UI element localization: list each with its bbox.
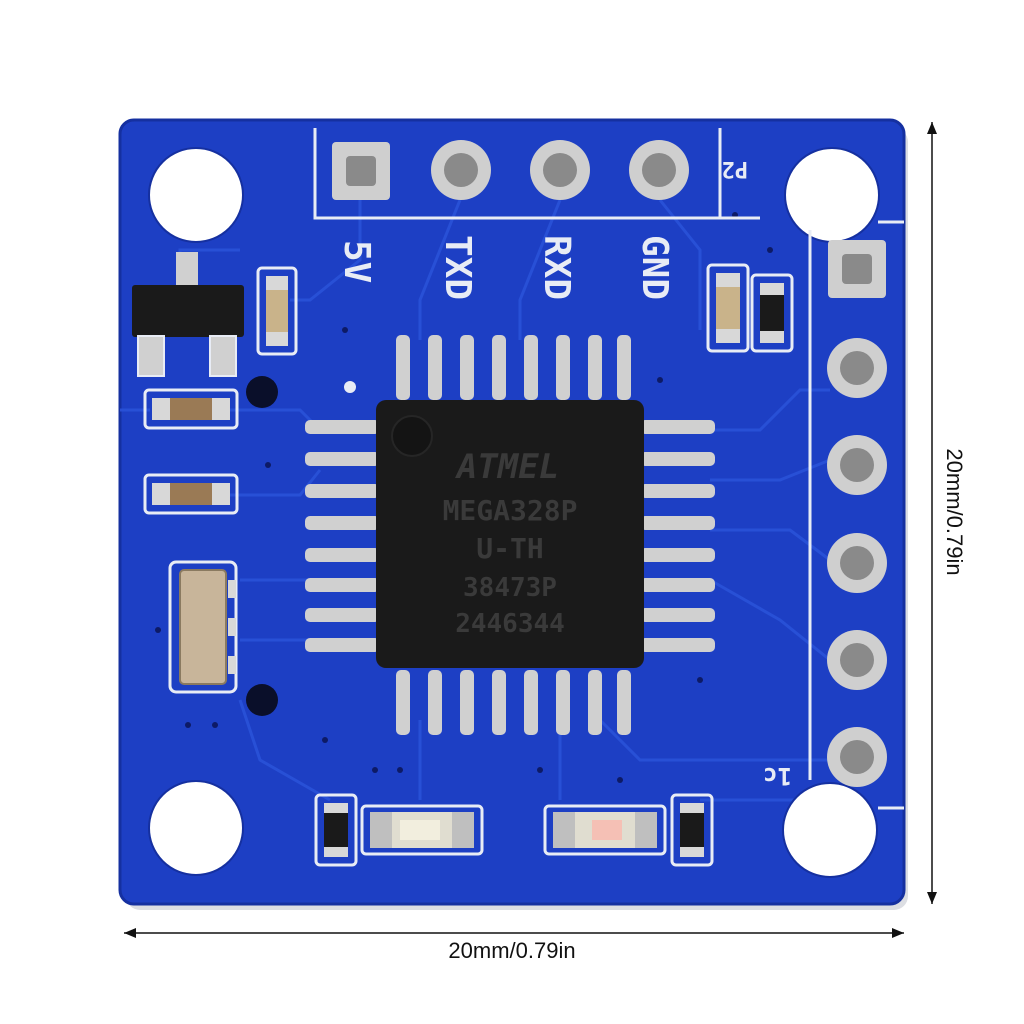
pin-label-txd: TXD (437, 235, 478, 300)
chip-code-1: 38473P (463, 573, 557, 603)
pin-label-rxd: RXD (536, 235, 577, 300)
crystal-resonator (168, 560, 238, 694)
via-hole (246, 684, 278, 716)
dimension-width (124, 928, 904, 938)
via-hole (246, 376, 278, 408)
header-pins-top (332, 140, 689, 200)
chip-logo: ATMEL (455, 447, 559, 487)
chip-part-number: MEGA328P (443, 494, 578, 527)
chip-code-2: 2446344 (455, 609, 565, 639)
orientation-dot (344, 381, 356, 393)
pin-label-gnd: GND (634, 235, 675, 300)
width-dimension-label: 20mm/0.79in (448, 938, 575, 963)
status-leds (314, 793, 714, 867)
pin1-label: 1c (763, 762, 792, 790)
microcontroller-chip: ATMEL MEGA328P U-TH 38473P 2446344 (305, 335, 715, 735)
header-pins-side (827, 240, 887, 787)
pcb-vias (155, 212, 773, 783)
smd-components (143, 263, 794, 515)
chip-suffix: U-TH (476, 532, 543, 565)
pcb-traces (120, 199, 831, 802)
mounting-holes (148, 147, 880, 878)
height-dimension-label: 20mm/0.79in (942, 448, 967, 575)
connector-label: P2 (722, 156, 749, 181)
header-pin-labels: 5V TXD RXD GND P2 (336, 156, 748, 300)
pin-label-5v: 5V (336, 240, 377, 283)
dimension-height (927, 122, 937, 904)
voltage-regulator (132, 252, 244, 377)
